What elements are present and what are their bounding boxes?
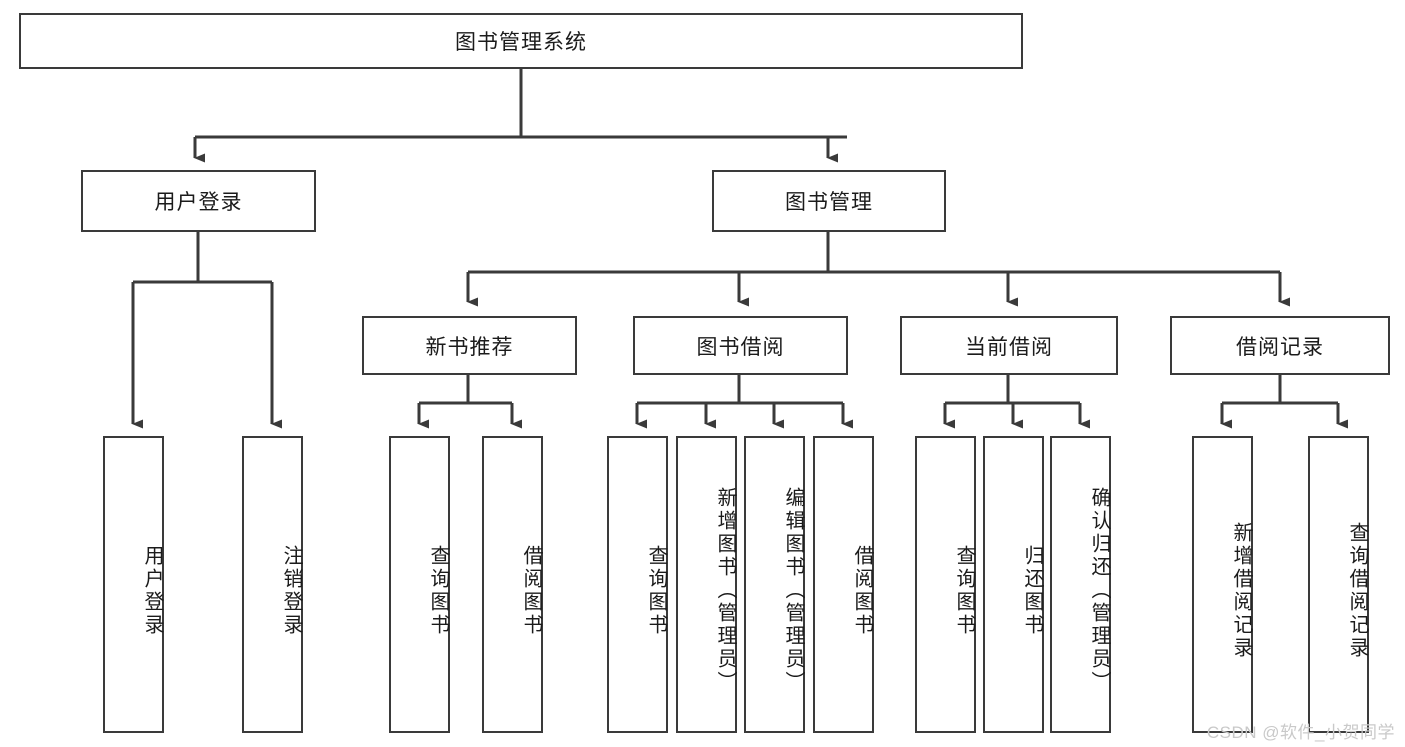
- node-label: 新增借阅记录: [1230, 521, 1252, 660]
- node-label: 新书推荐: [425, 335, 514, 359]
- node-label: 当前借阅: [965, 335, 1053, 359]
- leaf-record-query-record[interactable]: 查询借阅记录: [1308, 436, 1369, 733]
- leaf-current-return-book[interactable]: 归还图书: [983, 436, 1044, 733]
- node-label: 图书借阅: [696, 335, 785, 359]
- node-root-system[interactable]: 图书管理系统: [19, 13, 1023, 69]
- node-label: 图书管理: [785, 191, 873, 214]
- node-new-book-recommend[interactable]: 新书推荐: [362, 316, 577, 375]
- node-user-login[interactable]: 用户登录: [81, 170, 316, 232]
- node-book-borrow[interactable]: 图书借阅: [633, 316, 848, 375]
- leaf-borrow-edit-book-admin[interactable]: 编辑图书（管理员）: [744, 436, 805, 733]
- node-label: 查询借阅记录: [1346, 521, 1368, 660]
- node-label: 借阅图书: [520, 544, 542, 637]
- node-label: 借阅记录: [1236, 335, 1324, 359]
- leaf-user-login-login[interactable]: 用户登录: [103, 436, 164, 733]
- node-borrow-record[interactable]: 借阅记录: [1170, 316, 1390, 375]
- node-label: 确认归还（管理员）: [1088, 487, 1110, 694]
- node-label: 归还图书: [1021, 544, 1043, 637]
- node-label: 查询图书: [427, 544, 449, 637]
- node-label: 查询图书: [645, 544, 667, 637]
- leaf-current-query-book[interactable]: 查询图书: [915, 436, 976, 733]
- node-label: 借阅图书: [851, 544, 873, 637]
- node-label: 用户登录: [141, 544, 163, 637]
- leaf-record-add-record[interactable]: 新增借阅记录: [1192, 436, 1253, 733]
- leaf-current-confirm-return-admin[interactable]: 确认归还（管理员）: [1050, 436, 1111, 733]
- node-book-management[interactable]: 图书管理: [712, 170, 946, 232]
- node-label: 用户登录: [154, 191, 243, 214]
- leaf-borrow-borrow-book[interactable]: 借阅图书: [813, 436, 874, 733]
- leaf-borrow-add-book-admin[interactable]: 新增图书（管理员）: [676, 436, 737, 733]
- node-current-borrow[interactable]: 当前借阅: [900, 316, 1118, 375]
- node-label: 查询图书: [953, 544, 975, 637]
- node-label: 注销登录: [280, 544, 302, 637]
- leaf-recommend-query-book[interactable]: 查询图书: [389, 436, 450, 733]
- node-label: 图书管理系统: [455, 31, 587, 54]
- leaf-recommend-borrow-book[interactable]: 借阅图书: [482, 436, 543, 733]
- node-label: 编辑图书（管理员）: [782, 487, 804, 694]
- node-label: 新增图书（管理员）: [714, 487, 736, 694]
- leaf-user-login-logout[interactable]: 注销登录: [242, 436, 303, 733]
- leaf-borrow-query-book[interactable]: 查询图书: [607, 436, 668, 733]
